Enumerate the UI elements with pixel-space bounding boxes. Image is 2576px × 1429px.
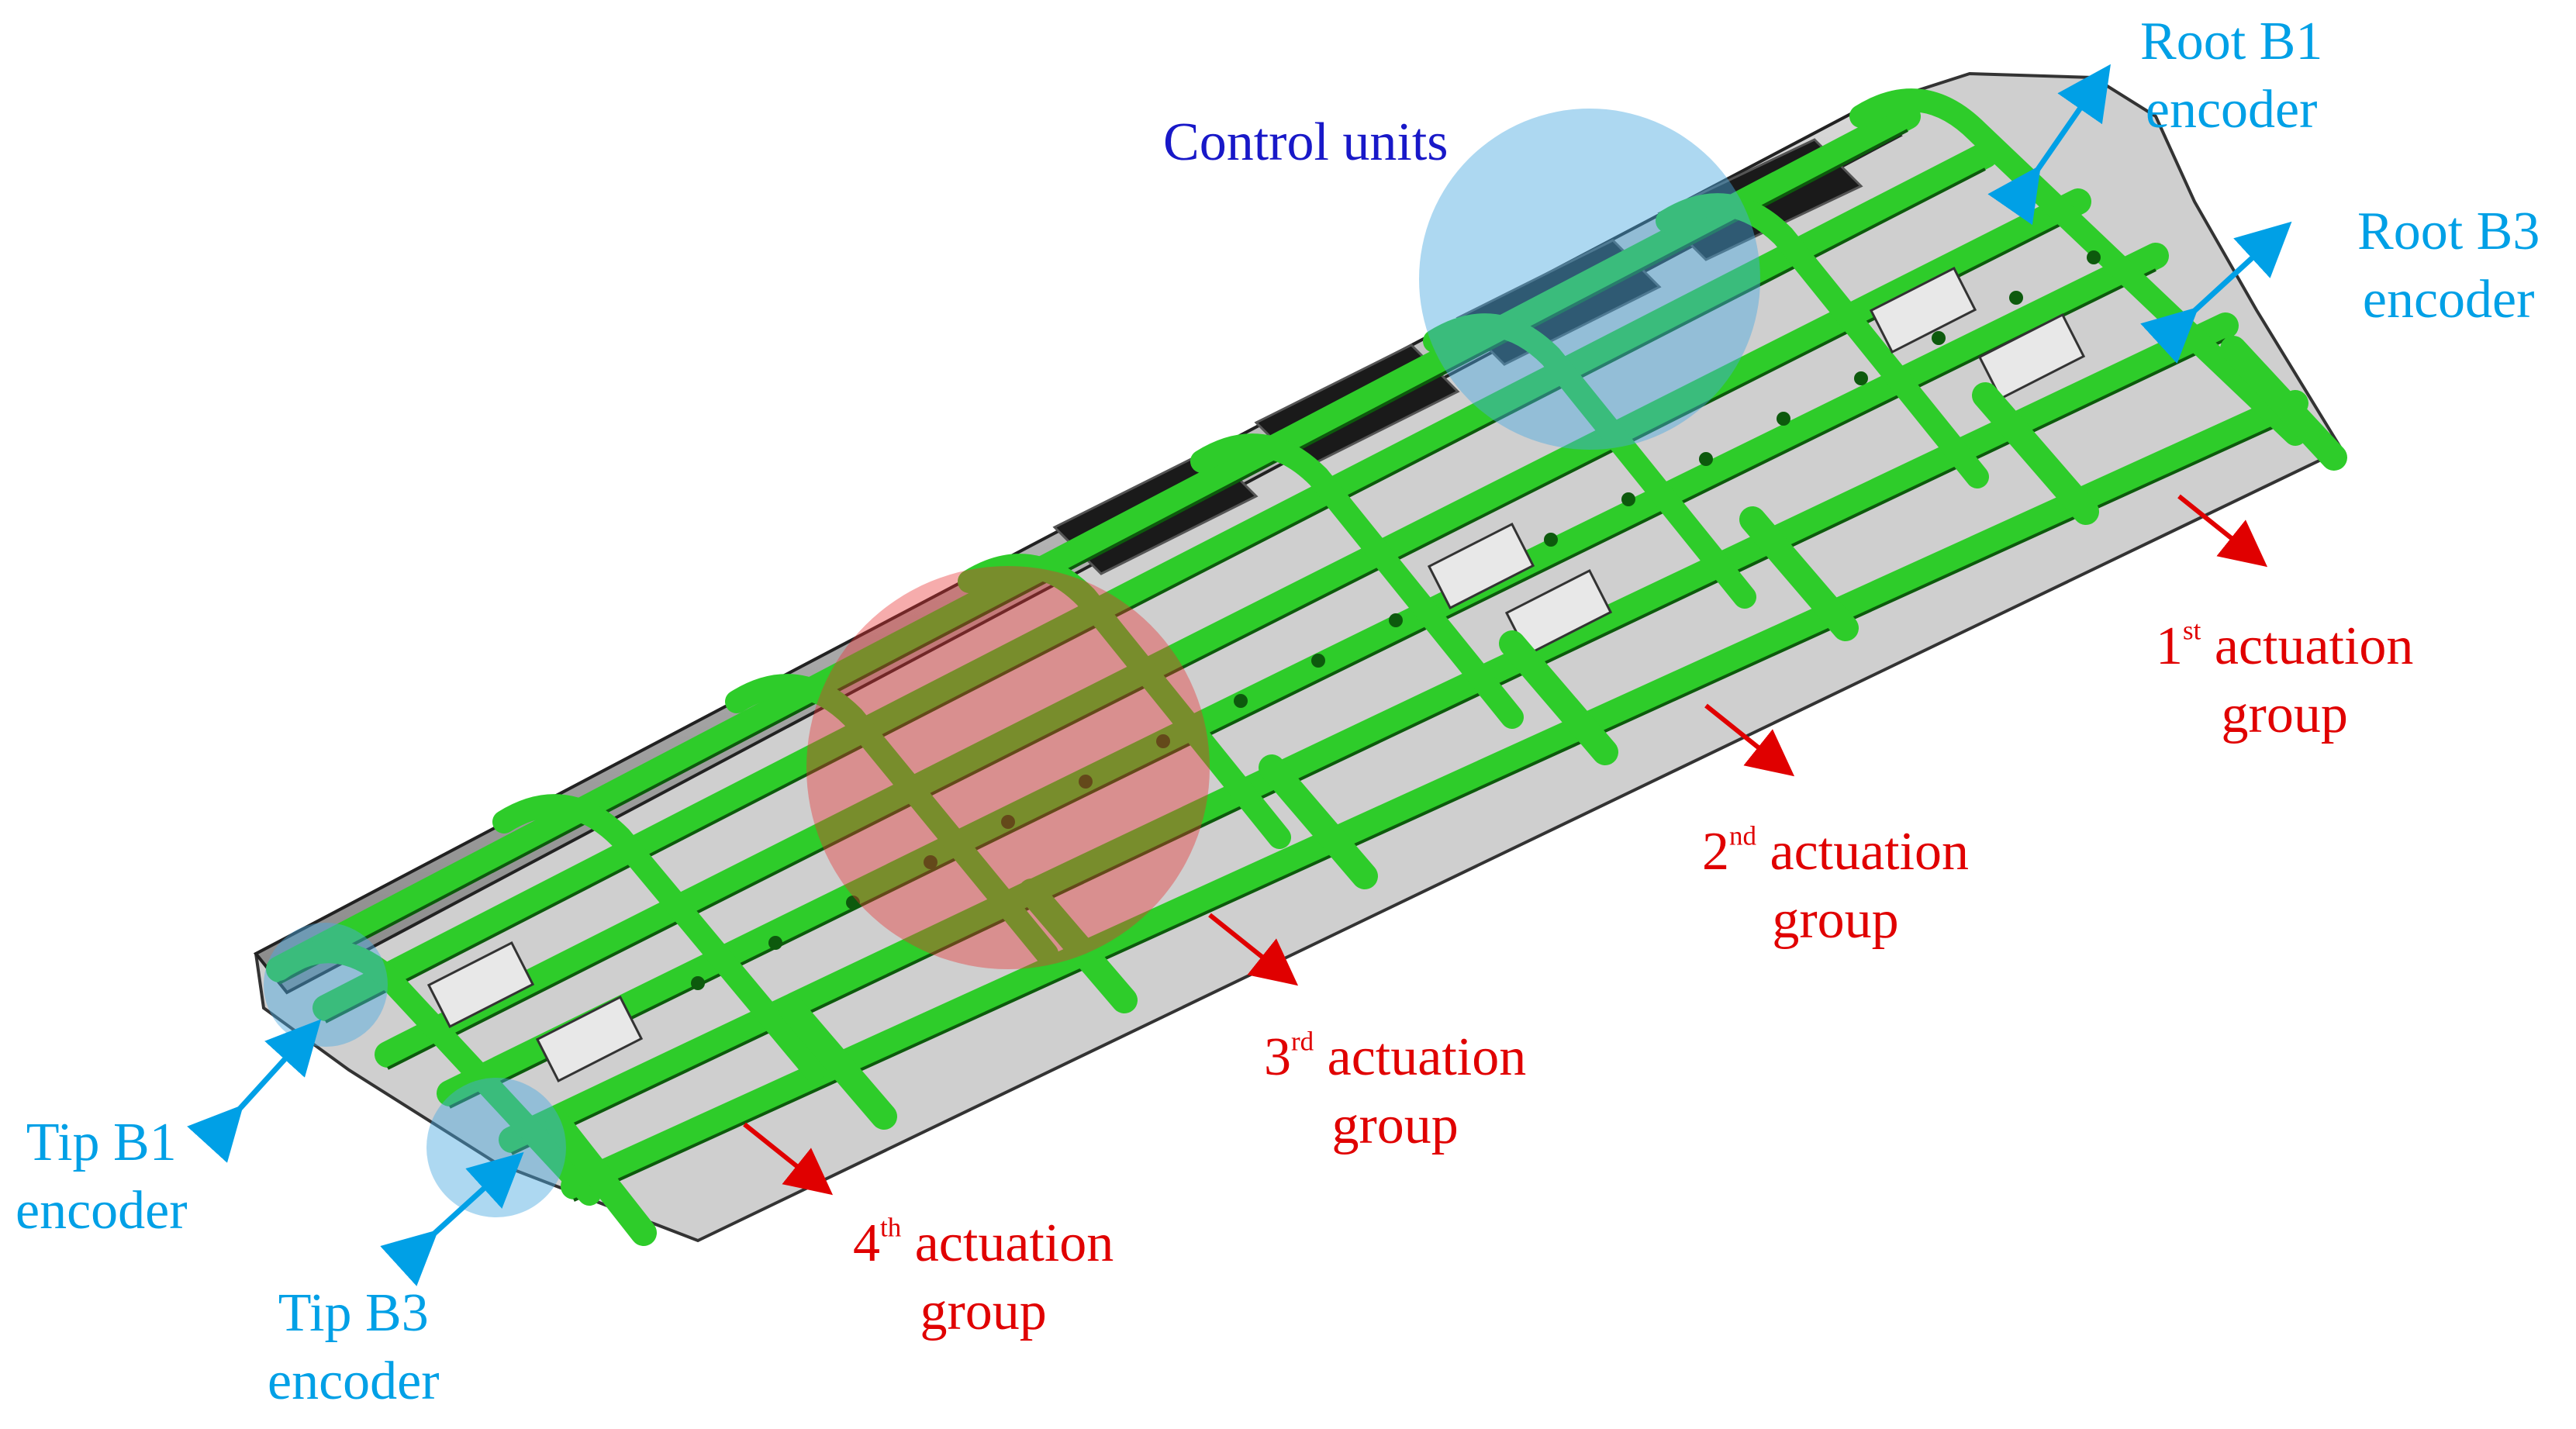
group3-arrow bbox=[1208, 913, 1299, 986]
third-group-highlight bbox=[806, 566, 1210, 969]
control-unit-highlight bbox=[1419, 109, 1760, 450]
tip-encoder-highlight-b3 bbox=[426, 1078, 566, 1217]
wing-structure bbox=[253, 71, 2347, 1246]
tip-b3-encoder-label: Tip B3 encoder bbox=[268, 1283, 440, 1411]
root-b3-encoder-label: Root B3 encoder bbox=[2357, 202, 2540, 330]
actuators bbox=[426, 267, 2086, 1082]
trailing-edge-fingers bbox=[545, 336, 2347, 1246]
root-b3-arrow bbox=[2140, 221, 2292, 364]
tip-b3-arrow bbox=[380, 1151, 524, 1286]
group2-arrow bbox=[1704, 703, 1795, 777]
group3-label: 3rd actuation group bbox=[1264, 1026, 1527, 1155]
root-b1-arrow bbox=[1987, 64, 2111, 226]
group1-label: 1st actuation group bbox=[2156, 615, 2414, 744]
encoder-arrows bbox=[187, 64, 2292, 1286]
group2-label: 2nd actuation group bbox=[1702, 820, 1970, 950]
group4-label: 4th actuation group bbox=[853, 1212, 1114, 1341]
tip-encoder-highlight-b1 bbox=[264, 923, 388, 1047]
control-units-label: Control units bbox=[1163, 112, 1449, 172]
tip-b1-encoder-label: Tip B1 encoder bbox=[16, 1113, 188, 1241]
actuation-arrows bbox=[743, 494, 2268, 1196]
group1-arrow bbox=[2177, 494, 2268, 568]
group4-arrow bbox=[743, 1122, 834, 1196]
ribs bbox=[268, 88, 2307, 1206]
tip-b1-arrow bbox=[187, 1019, 322, 1163]
root-b1-encoder-label: Root B1 encoder bbox=[2140, 12, 2323, 140]
